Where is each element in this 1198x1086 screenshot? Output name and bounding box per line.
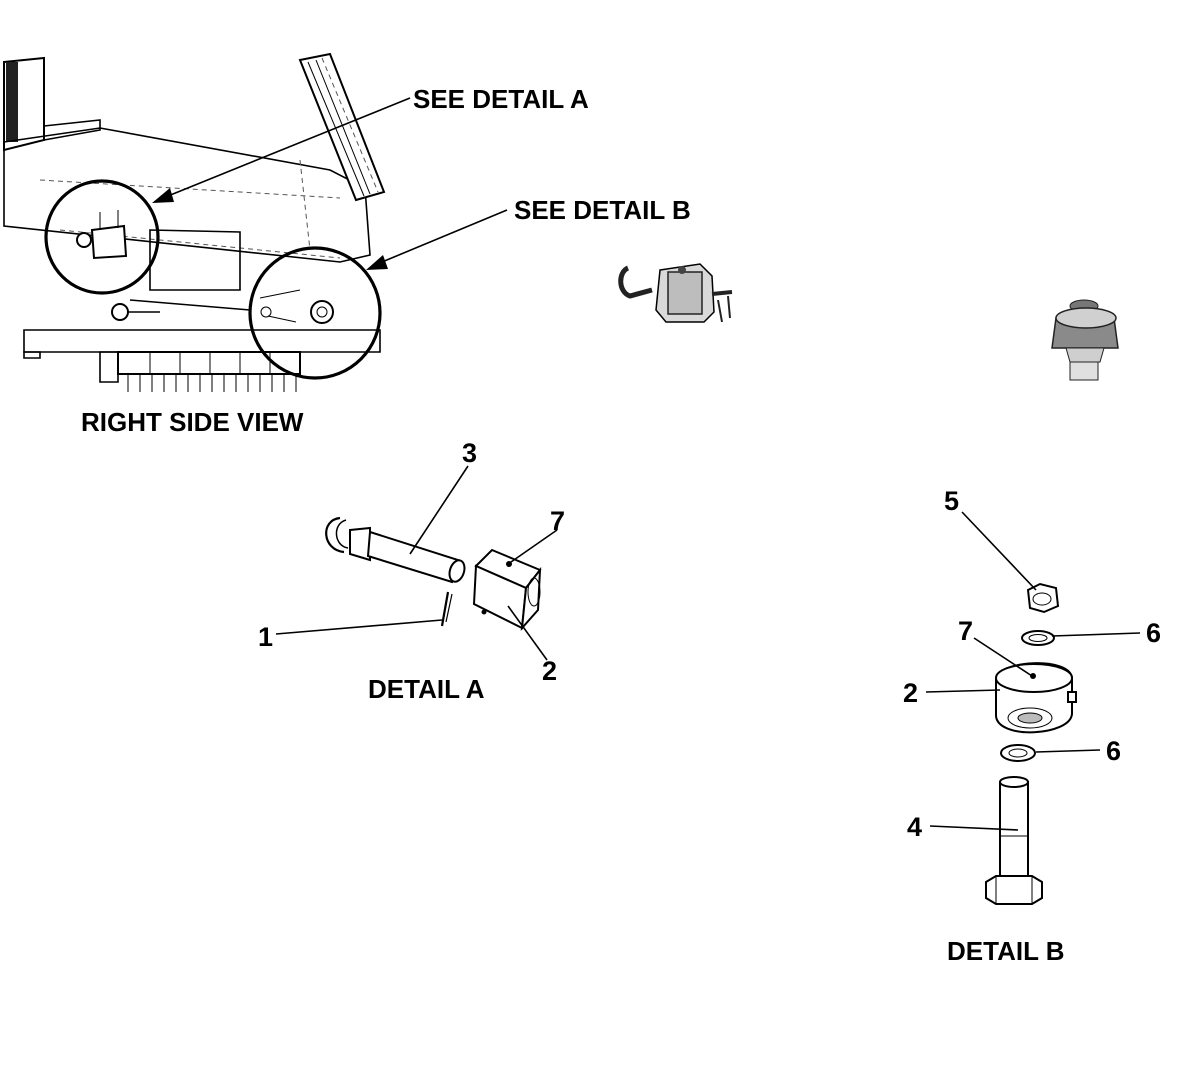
b-item-6-bottom-number: 6 (1106, 736, 1121, 766)
a-leader-1 (275, 619, 443, 635)
b-leader-2 (925, 689, 1001, 693)
detail-a-illustration (325, 516, 542, 631)
b-leader-7 (973, 637, 1033, 677)
b-leader-6-top (1051, 632, 1141, 637)
see-detail-a-label: SEE DETAIL A (413, 84, 589, 114)
a-item-7-number: 7 (550, 506, 565, 536)
a-leader-3 (409, 465, 469, 555)
detail-a-callout-arrow (152, 97, 411, 203)
b-leader-6-bottom (1035, 749, 1101, 753)
b-item-4-number: 4 (907, 812, 922, 842)
b-leader-4 (929, 825, 1019, 831)
b-item-2-number: 2 (903, 678, 918, 708)
a-item-1-number: 1 (258, 622, 273, 652)
see-detail-b-label: SEE DETAIL B (514, 195, 691, 225)
a-item-2-number: 2 (542, 656, 557, 686)
b-item-6-top-number: 6 (1146, 618, 1161, 648)
b-leader-5 (961, 511, 1037, 591)
detail-b-callout-arrow (366, 209, 508, 270)
right-side-view-label: RIGHT SIDE VIEW (81, 407, 304, 437)
b-item-7-number: 7 (958, 616, 973, 646)
b-item-5-number: 5 (944, 486, 959, 516)
pin-assembly-photo (618, 263, 733, 323)
detail-a-label: DETAIL A (368, 674, 485, 704)
a-item-3-number: 3 (462, 438, 477, 468)
a-leader-2 (507, 605, 548, 661)
detail-b-illustration (985, 582, 1077, 905)
detail-b-label: DETAIL B (947, 936, 1064, 966)
a-leader-7 (510, 529, 558, 563)
block-assembly-photo (1051, 299, 1119, 381)
right-side-view-illustration (3, 52, 386, 392)
